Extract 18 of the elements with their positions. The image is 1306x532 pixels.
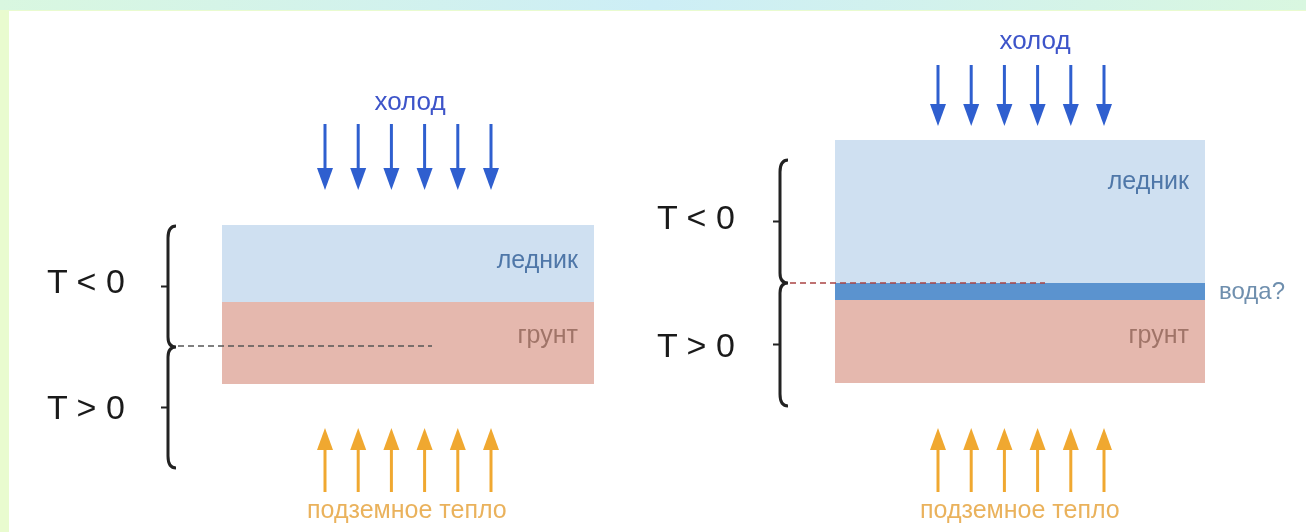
- heat-label: подземное тепло: [307, 497, 507, 522]
- layer-label: ледник: [1107, 166, 1189, 195]
- layer-label: ледник: [496, 245, 578, 274]
- ground-layer: [222, 302, 594, 384]
- cold-label: холод: [374, 88, 446, 114]
- ground-layer: [835, 300, 1205, 383]
- cold-label: холод: [999, 27, 1071, 53]
- temperature-label: T < 0: [657, 200, 735, 234]
- layer-label: грунт: [517, 320, 578, 349]
- temperature-label: T > 0: [47, 390, 125, 424]
- water-layer: [835, 283, 1205, 300]
- glacier-layer: [222, 225, 594, 302]
- layer-label: вода?: [1219, 279, 1285, 303]
- layer-label: грунт: [1128, 320, 1189, 349]
- temperature-label: T > 0: [657, 328, 735, 362]
- heat-label: подземное тепло: [920, 497, 1120, 522]
- glacier-layer: [835, 140, 1205, 283]
- temperature-label: T < 0: [47, 264, 125, 298]
